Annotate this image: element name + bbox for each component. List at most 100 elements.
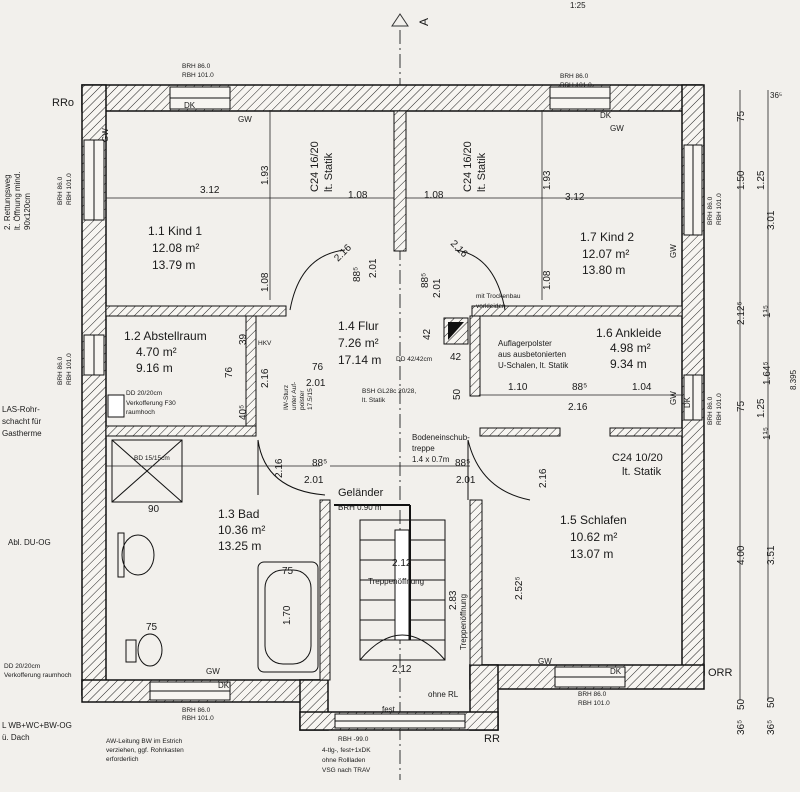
dim: 1¹⁵ <box>762 427 773 440</box>
dim: 2.16 <box>538 468 549 488</box>
window-brh: BRH 86.0 <box>707 196 714 225</box>
room-perimeter: 13.25 m <box>218 539 261 553</box>
dim: 75 <box>282 566 294 577</box>
room-abstellraum: 1.2 Abstellraum 4.70 m² 9.16 m <box>124 329 207 375</box>
dim: 3.12 <box>565 192 585 203</box>
dim: 50 <box>766 696 777 708</box>
room-area: 4.70 m² <box>136 345 177 359</box>
window-brh: BRH 86.0 <box>560 73 589 80</box>
dim: 36⁵ <box>770 91 782 100</box>
scale-text: 1:25 <box>570 1 586 10</box>
window-brh: BRH 86.0 <box>57 176 64 205</box>
dk-tag: DK <box>610 667 622 676</box>
dk-tag: DK <box>683 396 692 408</box>
las-note: Gastherme <box>2 429 42 438</box>
dim: 2.12 <box>392 664 412 675</box>
dim: 75 <box>736 400 747 412</box>
dim: 2.12⁵ <box>736 301 747 325</box>
room-name: 1.5 Schlafen <box>560 513 627 527</box>
las-note: schacht für <box>2 417 41 426</box>
dim: 1.64⁵ <box>762 361 773 385</box>
chimney-mark <box>448 322 464 340</box>
window-rbh: RBH 101.0 <box>716 193 723 225</box>
rettungsweg-note: 90x120cm <box>23 193 32 230</box>
window-brh: BRH 86.0 <box>578 691 607 698</box>
auflager-note: aus ausbetonierten <box>498 350 566 359</box>
dd-note: raumhoch <box>126 409 155 416</box>
aw-note: erforderlich <box>106 756 139 763</box>
dk-tag: DK <box>600 111 612 120</box>
dim: 50 <box>452 388 463 400</box>
gw-tag: GW <box>238 115 252 124</box>
window-rbh: RBH 101.0 <box>182 715 214 722</box>
gw-tag: GW <box>538 657 552 666</box>
auflager-note: Auflagerpolster <box>498 339 552 348</box>
bodeneinschub-note: 1.4 x 0.7m <box>412 455 450 464</box>
room-flur: 1.4 Flur 7.26 m² 17.14 m <box>338 319 381 367</box>
window-rbh: RBH 101.0 <box>560 82 592 89</box>
bsh-statik: lt. Statik <box>362 397 386 404</box>
dim: 8.395 <box>789 369 798 390</box>
room-name: 1.3 Bad <box>218 507 259 521</box>
dim: 88⁵ <box>572 382 587 393</box>
dim: 76 <box>224 366 235 378</box>
beam-statik: lt. Statik <box>622 466 662 478</box>
dim: 1.08 <box>542 270 553 290</box>
room-perimeter: 13.80 m <box>582 263 625 277</box>
dd42-note: DD 42/42cm <box>396 356 432 363</box>
aw-note: verziehen, ggf. Rohrkasten <box>106 747 184 754</box>
window-brh: BRH 86.0 <box>57 356 64 385</box>
room-area: 4.98 m² <box>610 341 651 355</box>
dim: 42 <box>450 352 462 363</box>
room-perimeter: 13.07 m <box>570 547 613 561</box>
beam-statik: lt. Statik <box>476 152 488 192</box>
auflager-note: U-Schalen, lt. Statik <box>498 361 569 370</box>
gw-tag: GW <box>206 667 220 676</box>
room-area: 10.62 m² <box>570 530 617 544</box>
dim: 1.25 <box>756 398 767 418</box>
window-note: ohne Rollladen <box>322 757 366 764</box>
rettungsweg-note: 2. Rettungsweg <box>3 174 12 230</box>
window-rbh: RBH 101.0 <box>66 173 73 205</box>
notes: 2. Rettungsweg lt. Öffnung mind. 90x120c… <box>2 171 569 763</box>
dd-note: DD 20/20cm <box>4 663 40 670</box>
iw-sturz-note: 17.5/15 <box>307 388 314 410</box>
dim: 1.10 <box>508 382 528 393</box>
dk-tag: DK <box>184 101 196 110</box>
dim: 90 <box>148 504 160 515</box>
window-brh: BRH 86.0 <box>182 707 211 714</box>
dim: 2.01 <box>368 258 379 278</box>
gelaender-note: Geländer <box>338 487 384 499</box>
treppenoeffnung-label: Treppenöffnung <box>368 577 424 586</box>
dim: 40⁵ <box>238 405 249 420</box>
bath-fixtures <box>111 439 319 673</box>
dd-note: DD 20/20cm <box>126 390 162 397</box>
dim: 4.00 <box>736 545 747 565</box>
bd-note: BD 15/15cm <box>134 455 170 462</box>
dim: 3.01 <box>766 210 777 230</box>
dim: 88⁵ <box>455 458 470 469</box>
dim: 2.12 <box>392 558 412 569</box>
dim: 42 <box>422 328 433 340</box>
room-kind1: 1.1 Kind 1 12.08 m² 13.79 m <box>148 224 202 272</box>
room-area: 12.07 m² <box>582 247 629 261</box>
dim: 1.25 <box>756 170 767 190</box>
gelaender-note: BRH 0.90 m <box>338 503 382 512</box>
window-rbh: RBH 101.0 <box>716 393 723 425</box>
dim: 2.16 <box>260 368 271 388</box>
gw-tag: GW <box>610 124 624 133</box>
aw-note: AW-Leitung BW im Estrich <box>106 738 183 745</box>
ohne-rl-tag: ohne RL <box>428 690 459 699</box>
window-rbh: RBH 101.0 <box>578 700 610 707</box>
bodeneinschub-note: treppe <box>412 444 435 453</box>
dim: 1.04 <box>632 382 652 393</box>
room-kind2: 1.7 Kind 2 12.07 m² 13.80 m <box>580 230 634 277</box>
dim: 88⁵ <box>420 273 431 288</box>
gw-tag: GW <box>669 391 678 405</box>
dim: 2.01 <box>432 278 443 298</box>
window-brh: BRH 86.0 <box>182 63 211 70</box>
dimension-lines <box>106 90 769 700</box>
interior-walls <box>105 110 683 681</box>
room-area: 10.36 m² <box>218 523 265 537</box>
